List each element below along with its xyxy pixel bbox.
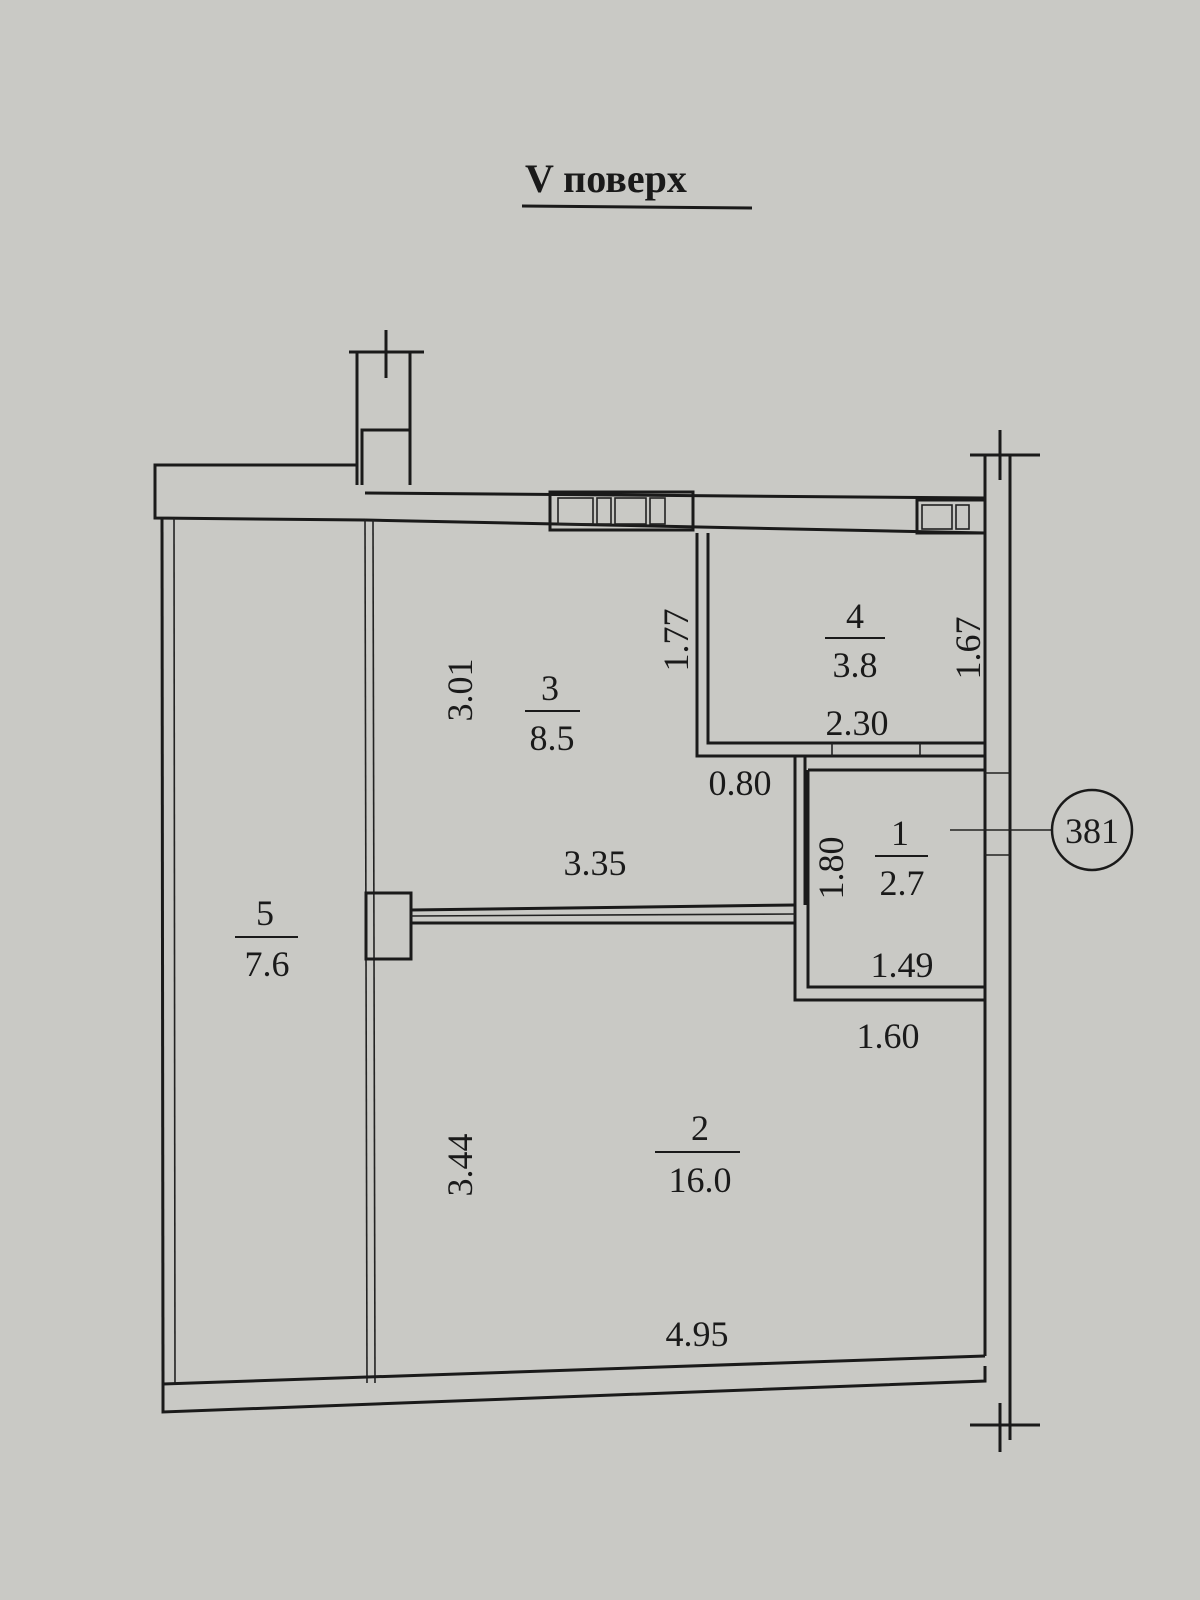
room-5-label: 5 7.6: [235, 893, 298, 984]
dim-room2-height: 3.44: [440, 1134, 480, 1197]
walls: [153, 330, 1134, 1452]
dim-room3-height: 3.01: [440, 659, 480, 722]
room-number: 3: [541, 668, 559, 708]
dim-room3-width: 3.35: [564, 843, 627, 883]
room-number: 2: [691, 1108, 709, 1148]
dim-door-width: 0.80: [709, 763, 772, 803]
dim-room1-width: 1.49: [871, 945, 934, 985]
room-area: 3.8: [833, 645, 878, 685]
room-number: 5: [256, 893, 274, 933]
room-number: 4: [846, 596, 864, 636]
dim-room1-outer-width: 1.60: [857, 1016, 920, 1056]
apartment-marker-label: 381: [1065, 811, 1119, 851]
room-number: 1: [891, 813, 909, 853]
room-area: 8.5: [530, 718, 575, 758]
floor-title: V поверх: [525, 156, 687, 201]
room-4-label: 4 3.8: [825, 596, 885, 685]
apartment-marker-circle: [1050, 788, 1134, 872]
title-underline: [521, 204, 753, 210]
room-3-label: 3 8.5: [525, 668, 580, 758]
dim-room1-height: 1.80: [811, 837, 851, 900]
dim-corridor-height: 1.77: [656, 609, 696, 672]
room-2-label: 2 16.0: [655, 1108, 740, 1200]
dim-room4-height: 1.67: [948, 617, 988, 680]
room-area: 7.6: [245, 944, 290, 984]
dim-room4-width: 2.30: [826, 703, 889, 743]
room-area: 16.0: [669, 1160, 732, 1200]
room-1-label: 1 2.7: [875, 813, 928, 903]
dim-room2-width: 4.95: [666, 1314, 729, 1354]
room-area: 2.7: [880, 863, 925, 903]
